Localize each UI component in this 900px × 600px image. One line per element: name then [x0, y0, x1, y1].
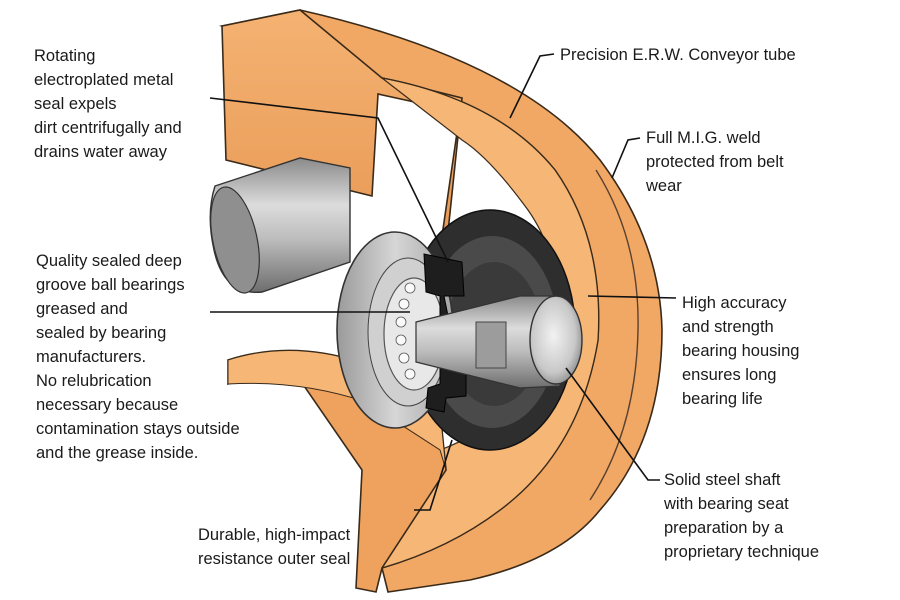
label-bearing-housing: High accuracy and strength bearing housi…: [682, 294, 800, 408]
label-rotating-seal: Rotating electroplated metal seal expels…: [34, 47, 182, 161]
leader-outer-seal: [414, 439, 453, 511]
leader-tube: [509, 53, 555, 119]
leader-housing: [587, 295, 677, 299]
leader-shaft: [565, 367, 660, 481]
leader-seal: [209, 97, 449, 263]
label-ball-bearings: Quality sealed deep groove ball bearings…: [36, 252, 240, 462]
leader-lines: [209, 53, 677, 511]
ball-bearings: [395, 282, 416, 380]
shaft-end-cap: [529, 295, 583, 385]
weld-seam: [589, 169, 639, 501]
leader-weld: [611, 137, 641, 179]
label-mig-weld: Full M.I.G. weld protected from belt wea…: [646, 129, 784, 195]
label-outer-seal: Durable, high-impact resistance outer se…: [198, 526, 351, 568]
label-conveyor-tube: Precision E.R.W. Conveyor tube: [560, 46, 796, 64]
label-steel-shaft: Solid steel shaft with bearing seat prep…: [664, 471, 820, 561]
